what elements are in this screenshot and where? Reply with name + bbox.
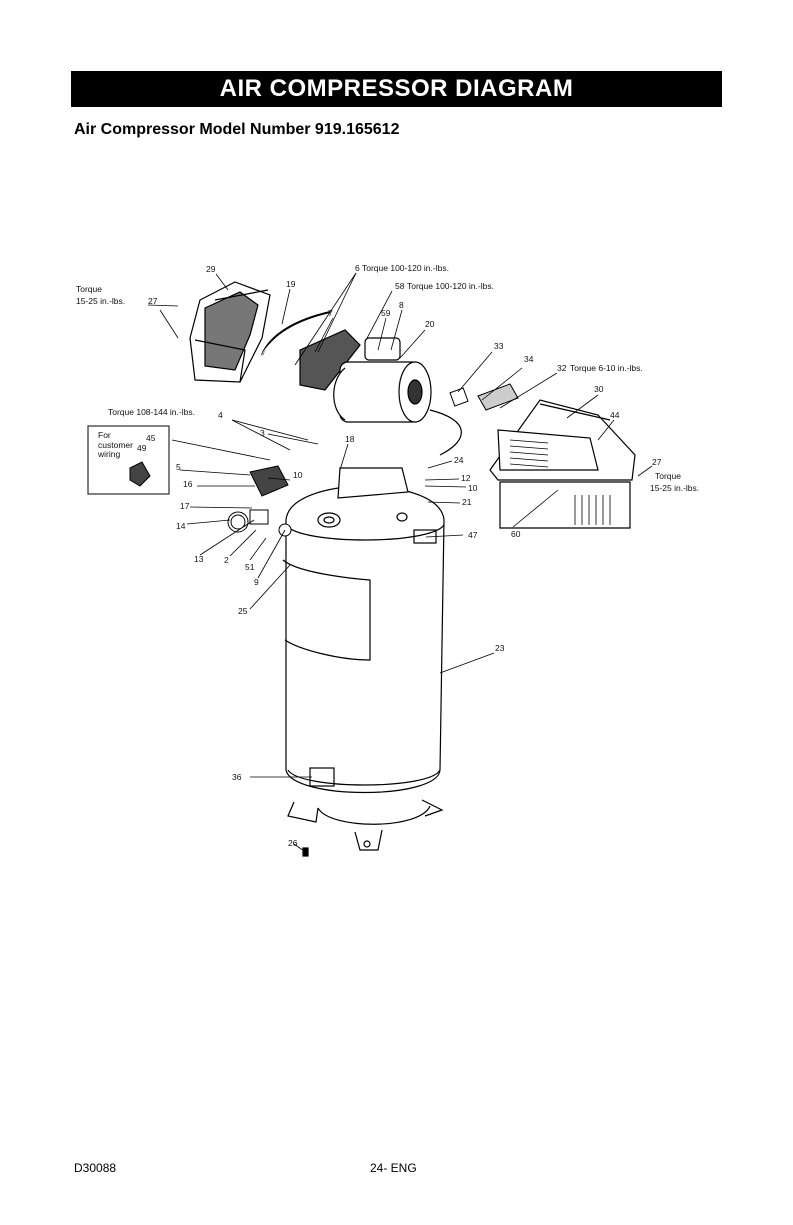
torque-note-32: Torque 6-10 in.-lbs. — [570, 363, 643, 373]
callout-36: 36 — [232, 772, 242, 782]
callout-4: 4 — [218, 410, 223, 420]
document-code: D30088 — [74, 1161, 117, 1175]
breather-parts — [449, 383, 519, 411]
callout-49: 49 — [137, 443, 147, 453]
callout-3: 3 — [260, 428, 265, 438]
torque-note-27-left-1: Torque — [76, 284, 102, 294]
callout-19: 19 — [286, 279, 296, 289]
callout-23: 23 — [495, 643, 505, 653]
torque-note-6: Torque 100-120 in.-lbs. — [362, 263, 449, 273]
callout-27-left: 27 — [148, 296, 158, 306]
callout-58: 58 — [395, 281, 405, 291]
air-tank — [282, 467, 445, 857]
inset-text-3: wiring — [97, 449, 120, 459]
torque-note-27-right-1: Torque — [655, 471, 681, 481]
torque-note-4: Torque 108-144 in.-lbs. — [108, 407, 195, 417]
callout-32: 32 — [557, 363, 567, 373]
callout-45: 45 — [146, 433, 156, 443]
callout-24: 24 — [454, 455, 464, 465]
torque-note-27-right-2: 15-25 in.-lbs. — [650, 483, 699, 493]
callout-33: 33 — [494, 341, 504, 351]
callout-21: 21 — [462, 497, 472, 507]
callout-13: 13 — [194, 554, 204, 564]
callout-10-upper: 10 — [293, 470, 303, 480]
callout-25: 25 — [238, 606, 248, 616]
callout-59: 59 — [381, 308, 391, 318]
callout-44: 44 — [610, 410, 620, 420]
pressure-switch — [227, 465, 292, 537]
callout-17: 17 — [180, 501, 190, 511]
shroud-cover — [489, 399, 636, 529]
callout-30: 30 — [594, 384, 604, 394]
callout-7: 7 — [328, 308, 333, 318]
page-title: AIR COMPRESSOR DIAGRAM — [71, 71, 722, 107]
callout-12: 12 — [461, 473, 471, 483]
belt-guard — [189, 281, 271, 383]
model-number: Air Compressor Model Number 919.165612 — [74, 121, 400, 138]
callouts: 29 19 6 Torque 100-120 in.-lbs. 58 Torqu… — [76, 263, 699, 848]
callout-8: 8 — [399, 300, 404, 310]
page-number: 24- ENG — [370, 1161, 417, 1175]
callout-34: 34 — [524, 354, 534, 364]
callout-29: 29 — [206, 264, 216, 274]
callout-20: 20 — [425, 319, 435, 329]
inset-text-2: customer — [98, 440, 133, 450]
torque-note-27-left-2: 15-25 in.-lbs. — [76, 296, 125, 306]
wiring-inset — [87, 425, 170, 495]
motor-pump-assembly — [299, 329, 462, 456]
outlet-tube — [261, 311, 331, 356]
callout-16: 16 — [183, 479, 193, 489]
callout-18: 18 — [345, 434, 355, 444]
callout-2: 2 — [224, 555, 229, 565]
callout-47: 47 — [468, 530, 478, 540]
inset-text-1: For — [98, 430, 111, 440]
leader-lines — [147, 272, 653, 852]
callout-27-right: 27 — [652, 457, 662, 467]
callout-60: 60 — [511, 529, 521, 539]
callout-9: 9 — [254, 577, 259, 587]
callout-51: 51 — [245, 562, 255, 572]
callout-14: 14 — [176, 521, 186, 531]
callout-6: 6 — [355, 263, 360, 273]
callout-26: 26 — [288, 838, 298, 848]
callout-5: 5 — [176, 462, 181, 472]
callout-10-lower: 10 — [468, 483, 478, 493]
torque-note-58: Torque 100-120 in.-lbs. — [407, 281, 494, 291]
